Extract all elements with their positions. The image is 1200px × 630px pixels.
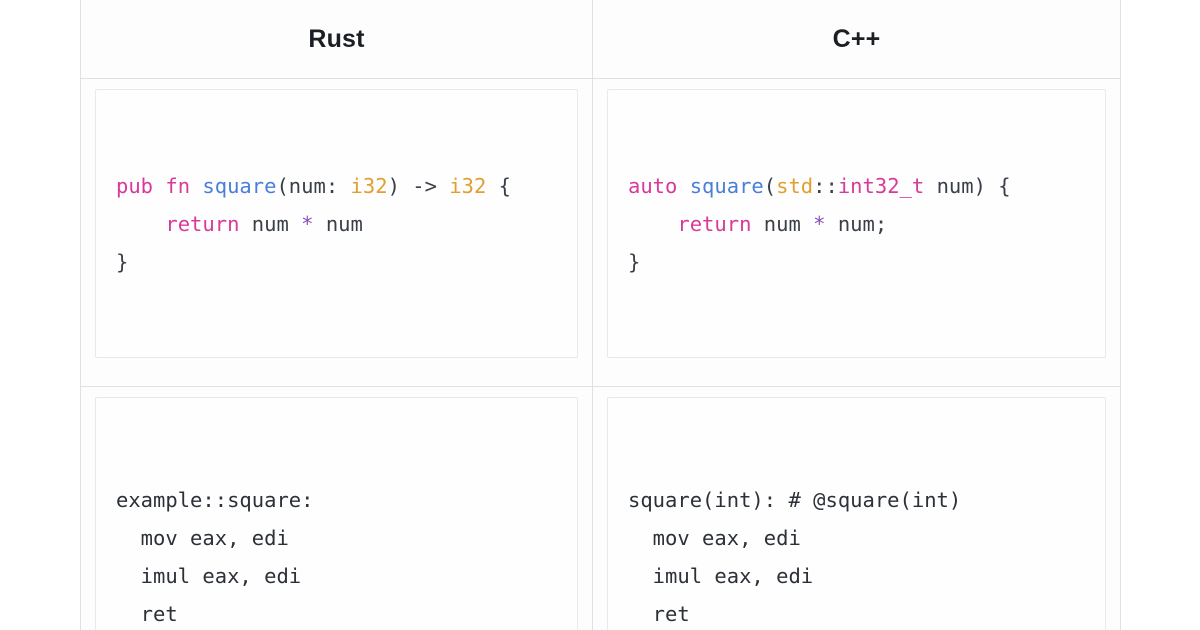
cell-cpp-source: auto square(std::int32_t num) { return n… <box>592 78 1121 387</box>
cell-padding-rust-assembly: example::square: mov eax, edi imul eax, … <box>81 387 592 630</box>
column-header-cpp: C++ <box>592 0 1121 79</box>
code-block-cpp-assembly[interactable]: square(int): # @square(int) mov eax, edi… <box>607 397 1106 630</box>
cell-rust-source: pub fn square(num: i32) -> i32 { return … <box>80 78 593 387</box>
table-body: pub fn square(num: i32) -> i32 { return … <box>80 78 1121 630</box>
cell-padding-cpp-assembly: square(int): # @square(int) mov eax, edi… <box>593 387 1120 630</box>
cell-padding-rust-source: pub fn square(num: i32) -> i32 { return … <box>81 79 592 386</box>
code-block-cpp-source[interactable]: auto square(std::int32_t num) { return n… <box>607 89 1106 358</box>
code-text-cpp-assembly: square(int): # @square(int) mov eax, edi… <box>628 487 962 626</box>
table-row-assembly: example::square: mov eax, edi imul eax, … <box>80 386 1121 630</box>
cell-rust-assembly: example::square: mov eax, edi imul eax, … <box>80 386 593 630</box>
cell-padding-cpp-source: auto square(std::int32_t num) { return n… <box>593 79 1120 386</box>
table-header: Rust C++ <box>80 0 1121 79</box>
column-header-rust: Rust <box>80 0 593 79</box>
cell-cpp-assembly: square(int): # @square(int) mov eax, edi… <box>592 386 1121 630</box>
code-text-rust-assembly: example::square: mov eax, edi imul eax, … <box>116 487 314 626</box>
code-text-rust-source: pub fn square(num: i32) -> i32 { return … <box>116 173 511 274</box>
table-row-source: pub fn square(num: i32) -> i32 { return … <box>80 78 1121 387</box>
language-comparison-table: Rust C++ pub fn square(num: i32) -> i32 … <box>80 0 1121 630</box>
table-header-row: Rust C++ <box>80 0 1121 79</box>
code-text-cpp-source: auto square(std::int32_t num) { return n… <box>628 173 1011 274</box>
code-block-rust-assembly[interactable]: example::square: mov eax, edi imul eax, … <box>95 397 578 630</box>
code-block-rust-source[interactable]: pub fn square(num: i32) -> i32 { return … <box>95 89 578 358</box>
